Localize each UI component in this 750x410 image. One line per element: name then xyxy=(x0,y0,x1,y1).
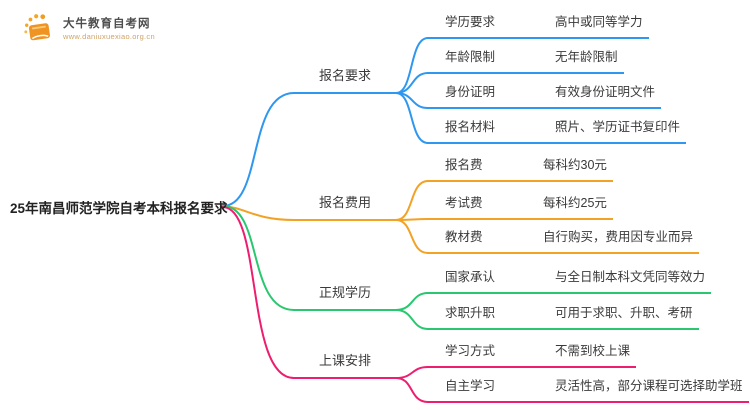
leaf-value: 与全日制本科文凭同等效力 xyxy=(555,270,706,284)
leaf-node[interactable]: 学习方式 不需到校上课 xyxy=(427,343,637,368)
leaf-label: 学习方式 xyxy=(445,344,496,358)
leaf-label: 身份证明 xyxy=(445,85,496,99)
leaf-value: 有效身份证明文件 xyxy=(555,85,656,99)
connector-branch1-leaf1 xyxy=(395,218,429,221)
leaf-value: 自行购买，费用因专业而异 xyxy=(543,230,694,244)
branch-node-registration-requirements[interactable]: 报名要求 xyxy=(293,67,397,94)
leaf-label: 报名费 xyxy=(445,158,483,172)
connector-branch1-leaf2 xyxy=(395,219,429,254)
connector-root-branch-0 xyxy=(222,92,295,207)
logo-url: www.daniuxuexiao.org.cn xyxy=(63,31,155,41)
leaf-value: 每科约30元 xyxy=(543,158,607,172)
connector-root-branch-2 xyxy=(222,205,295,311)
root-node[interactable]: 25年南昌师范学院自考本科报名要求 xyxy=(10,201,228,216)
leaf-node[interactable]: 年龄限制 无年龄限制 xyxy=(427,49,624,74)
leaf-node[interactable]: 教材费 自行购买，费用因专业而异 xyxy=(427,229,700,254)
leaf-label: 学历要求 xyxy=(445,15,496,29)
branch-node-registration-fees[interactable]: 报名费用 xyxy=(293,194,397,221)
connector-root-branch-1 xyxy=(222,205,295,221)
leaf-value: 无年龄限制 xyxy=(555,50,618,64)
leaf-node[interactable]: 身份证明 有效身份证明文件 xyxy=(427,84,662,109)
leaf-node[interactable]: 国家承认 与全日制本科文凭同等效力 xyxy=(427,269,712,294)
leaf-label: 报名材料 xyxy=(445,120,496,134)
leaf-value: 灵活性高，部分课程可选择助学班 xyxy=(555,379,743,393)
leaf-node[interactable]: 自主学习 灵活性高，部分课程可选择助学班 xyxy=(427,378,749,403)
leaf-node[interactable]: 考试费 每科约25元 xyxy=(427,195,613,220)
logo-title: 大牛教育自考网 xyxy=(63,18,151,31)
connector-branch0-leaf0 xyxy=(395,37,429,94)
leaf-label: 考试费 xyxy=(445,196,483,210)
leaf-value: 每科约25元 xyxy=(543,196,607,210)
leaf-value: 高中或同等学力 xyxy=(555,15,643,29)
leaf-value: 不需到校上课 xyxy=(555,344,631,358)
logo: 大牛教育自考网 www.daniuxuexiao.org.cn xyxy=(22,12,155,46)
leaf-value: 可用于求职、升职、考研 xyxy=(555,306,693,320)
connector-branch2-leaf1 xyxy=(395,309,429,330)
branch-node-class-arrangement[interactable]: 上课安排 xyxy=(293,352,397,379)
connector-branch2-leaf0 xyxy=(395,292,429,311)
leaf-label: 国家承认 xyxy=(445,270,496,284)
leaf-label: 求职升职 xyxy=(445,306,496,320)
leaf-node[interactable]: 报名费 每科约30元 xyxy=(427,157,613,182)
branch-node-formal-diploma[interactable]: 正规学历 xyxy=(293,284,397,311)
connector-branch0-leaf2 xyxy=(395,92,429,109)
connector-branch0-leaf3 xyxy=(395,92,429,144)
book-sun-icon xyxy=(24,14,50,41)
leaf-label: 教材费 xyxy=(445,230,483,244)
connector-branch3-leaf0 xyxy=(395,366,429,379)
leaf-node[interactable]: 学历要求 高中或同等学力 xyxy=(427,14,649,39)
leaf-label: 年龄限制 xyxy=(445,50,496,64)
connector-root-branch-3 xyxy=(222,206,295,379)
connector-branch1-leaf0 xyxy=(395,180,429,221)
connector-branch0-leaf1 xyxy=(395,72,429,94)
connector-branch3-leaf1 xyxy=(395,377,429,403)
leaf-node[interactable]: 求职升职 可用于求职、升职、考研 xyxy=(427,305,699,330)
leaf-node[interactable]: 报名材料 照片、学历证书复印件 xyxy=(427,119,687,144)
leaf-label: 自主学习 xyxy=(445,379,496,393)
leaf-value: 照片、学历证书复印件 xyxy=(555,120,681,134)
